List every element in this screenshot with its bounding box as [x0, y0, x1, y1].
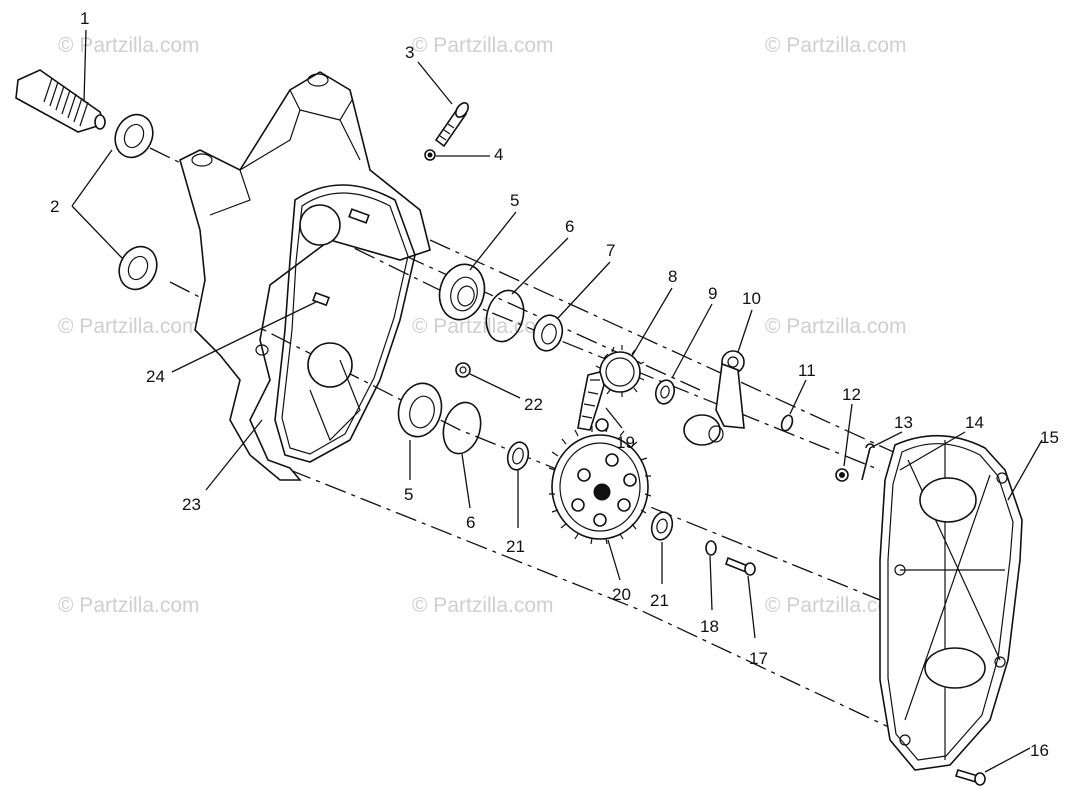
part-label-20: 20 [612, 585, 631, 604]
shaft-part [15, 69, 106, 133]
part-label-4: 4 [494, 145, 503, 164]
part-label-3: 3 [405, 43, 414, 62]
right-hardware [650, 511, 756, 576]
tensioner-arm [683, 350, 745, 446]
part-label-5: 5 [404, 485, 413, 504]
part-label-6: 6 [565, 217, 574, 236]
watermark: © Partzilla.com [412, 315, 554, 338]
part-label-24: 24 [146, 367, 165, 386]
watermark: © Partzilla.com [58, 315, 200, 338]
leader-lines [71, 29, 1043, 773]
gear-part [548, 425, 652, 545]
part-label-21: 21 [506, 537, 525, 556]
chaincase-cover [879, 434, 1023, 771]
part-label-10: 10 [742, 289, 761, 308]
small-hardware [780, 414, 875, 482]
part-labels: 1 2 3 4 5 6 7 8 9 10 11 12 13 14 15 16 1… [50, 9, 1059, 760]
part-label-15: 15 [1040, 428, 1059, 447]
watermark: © Partzilla.com [765, 34, 907, 57]
part-label-17: 17 [749, 649, 768, 668]
lower-bearing-group [397, 362, 482, 455]
part-label-9: 9 [708, 284, 717, 303]
part-label-12: 12 [842, 385, 861, 404]
part-label-5: 5 [510, 191, 519, 210]
watermark: © Partzilla.com [58, 594, 200, 617]
watermark: © Partzilla.com [412, 594, 554, 617]
bolt-and-nut [424, 102, 469, 161]
washer-part [506, 441, 530, 471]
cover-bolt [954, 769, 986, 786]
watermark: © Partzilla.com [765, 315, 907, 338]
part-label-14: 14 [965, 413, 984, 432]
chaincase-housing [179, 71, 431, 481]
part-label-8: 8 [668, 267, 677, 286]
part-label-23: 23 [182, 495, 201, 514]
watermark: © Partzilla.com [412, 34, 554, 57]
part-label-13: 13 [894, 413, 913, 432]
watermark: © Partzilla.com [765, 594, 907, 617]
part-label-7: 7 [606, 241, 615, 260]
seal-parts [114, 113, 158, 291]
part-label-11: 11 [798, 361, 816, 380]
watermark: © Partzilla.com [58, 34, 200, 57]
part-label-22: 22 [524, 395, 543, 414]
watermarks: © Partzilla.com © Partzilla.com © Partzi… [58, 34, 907, 617]
part-label-16: 16 [1030, 741, 1049, 760]
upper-bearing-group [438, 263, 564, 352]
part-label-1: 1 [80, 9, 89, 28]
washer-part [654, 379, 676, 405]
part-label-19: 19 [616, 433, 635, 452]
sprocket-and-chain [577, 345, 645, 432]
part-label-18: 18 [700, 617, 719, 636]
part-label-6: 6 [466, 513, 475, 532]
part-label-21: 21 [650, 591, 669, 610]
part-label-2: 2 [50, 197, 59, 216]
